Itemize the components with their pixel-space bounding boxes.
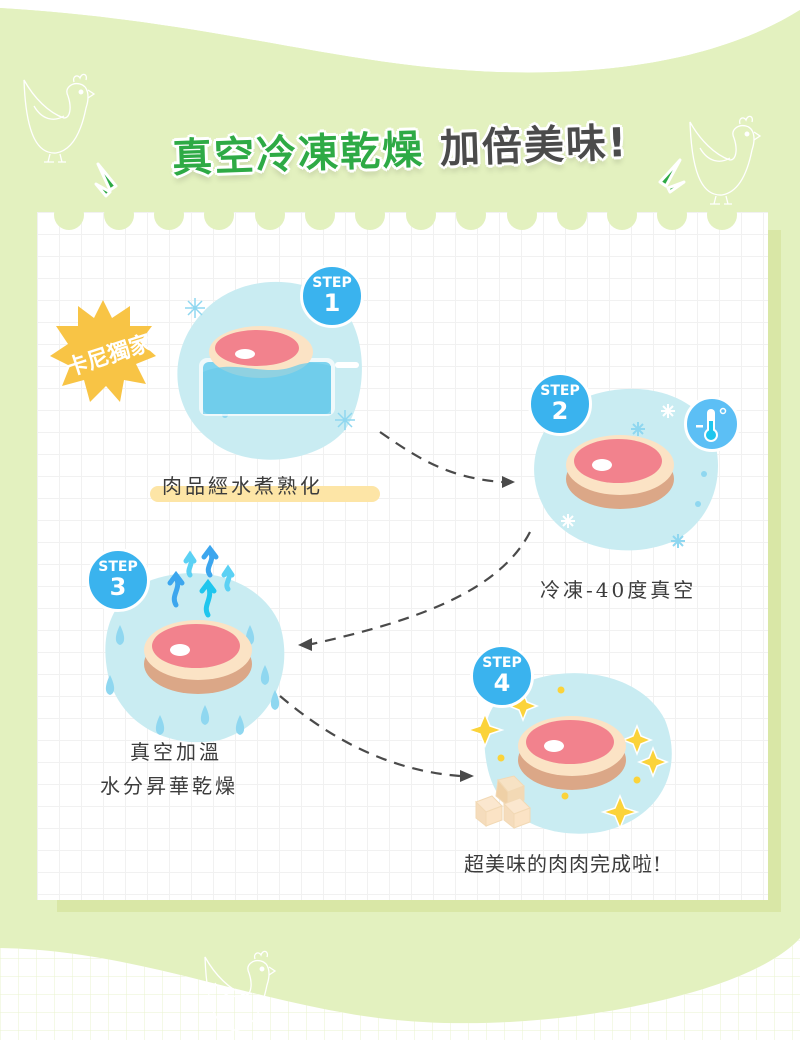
exclaim-mark-right-icon bbox=[658, 158, 686, 194]
chicken-outline-icon bbox=[204, 950, 277, 1031]
step-4-steak bbox=[518, 716, 626, 790]
step-2-badge: STEP 2 bbox=[528, 372, 592, 436]
step-3-steak bbox=[144, 620, 252, 694]
step-1-pot-with-steak bbox=[199, 326, 359, 416]
step-1-caption: 肉品經水煮熟化 bbox=[162, 474, 323, 498]
chicken-outline-icon bbox=[689, 115, 762, 205]
arrow-head-icon bbox=[298, 638, 312, 651]
caption-highlight bbox=[150, 486, 380, 502]
steam-arrows-icon bbox=[167, 545, 235, 618]
chicken-outline-icon bbox=[23, 73, 96, 163]
card-scallop-edge bbox=[37, 212, 768, 234]
step-4-badge: STEP 4 bbox=[470, 644, 534, 708]
step-1-badge: STEP 1 bbox=[300, 264, 364, 328]
arrow-head-icon bbox=[502, 476, 515, 488]
exclusive-burst-badge bbox=[50, 300, 156, 402]
exclaim-mark-left-icon bbox=[94, 162, 118, 198]
freeze-dried-cubes-icon bbox=[475, 775, 531, 830]
arrow-head-icon bbox=[460, 770, 474, 782]
sparkle-icon bbox=[185, 298, 355, 430]
step-3-badge: STEP 3 bbox=[86, 548, 150, 612]
step-2-caption: 冷凍-40度真空 bbox=[540, 578, 697, 602]
thermometer-icon bbox=[684, 396, 740, 452]
step-2-steak bbox=[566, 435, 674, 509]
bottom-grid-overlay bbox=[0, 940, 800, 1040]
step-3-caption-line1: 真空加溫 bbox=[130, 740, 222, 764]
sparkles-icon bbox=[465, 686, 670, 830]
step-4-caption: 超美味的肉肉完成啦! bbox=[464, 852, 663, 876]
step-3-caption-line2: 水分昇華乾燥 bbox=[100, 774, 238, 798]
